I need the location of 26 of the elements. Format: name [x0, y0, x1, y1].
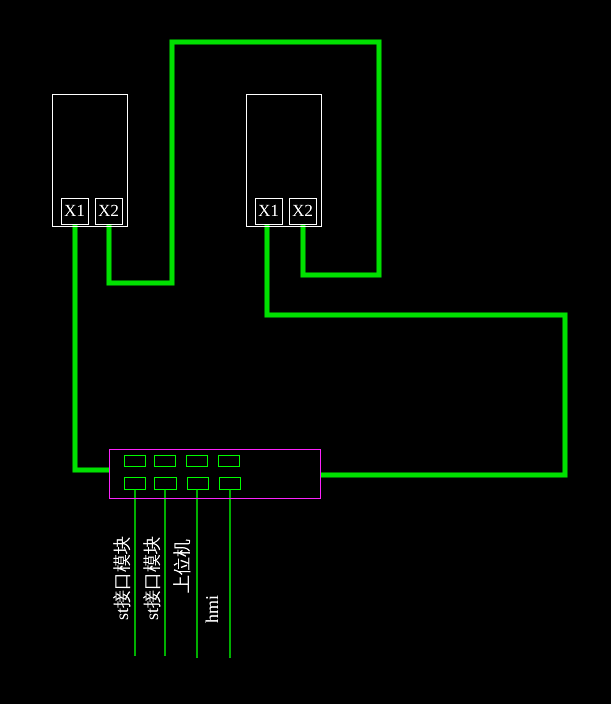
port-box — [154, 454, 176, 466]
connector-port: X1 — [254, 198, 282, 224]
connector-port: X2 — [288, 198, 316, 224]
port-box — [186, 454, 208, 466]
switch-box — [109, 449, 321, 499]
port-box — [186, 476, 208, 490]
connector-port: X1 — [60, 198, 88, 224]
port-label: 上位机 — [173, 539, 191, 593]
cable-line — [106, 40, 382, 286]
port-box — [124, 476, 146, 490]
port-box — [124, 454, 146, 466]
cable-line — [72, 225, 109, 472]
connector-port: X2 — [94, 198, 122, 224]
cable-line — [229, 490, 231, 658]
cable-line — [164, 490, 166, 656]
module-box — [52, 94, 128, 227]
port-box — [218, 476, 240, 490]
port-box — [218, 454, 240, 466]
cable-line — [264, 225, 568, 478]
port-label: st接口模块 — [113, 536, 131, 620]
port-label: hmi — [203, 594, 221, 623]
cable-line — [134, 490, 136, 656]
port-box — [154, 476, 176, 490]
module-box — [246, 94, 322, 227]
cable-line — [196, 490, 198, 658]
port-label: st接口模块 — [143, 536, 161, 620]
